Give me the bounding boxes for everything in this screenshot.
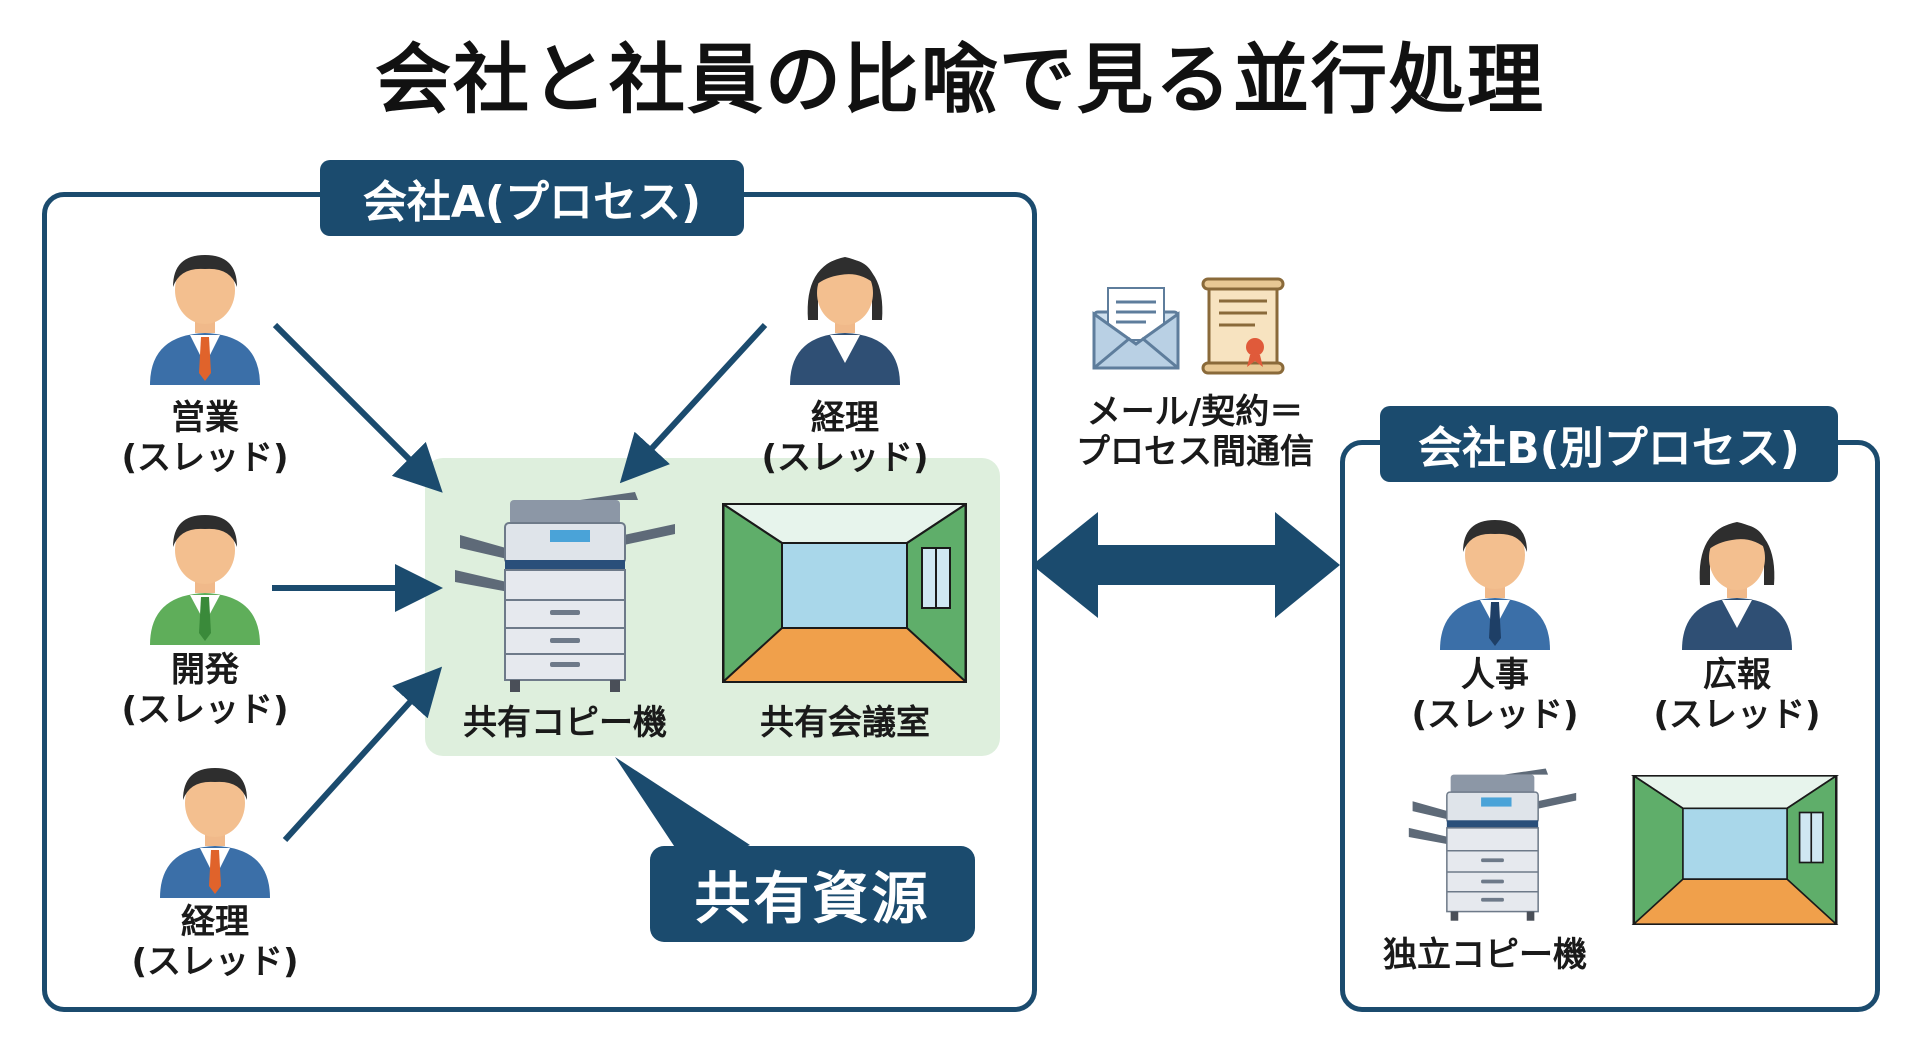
person-dev-icon: [150, 515, 260, 645]
employee-dev-label: 開発(スレッド): [121, 650, 289, 730]
employee-accounting2-label: 経理(スレッド): [761, 398, 929, 478]
employee-pr-label: 広報(スレッド): [1653, 655, 1821, 735]
shared-copier-icon: [455, 492, 675, 692]
employee-hr-label: 人事(スレッド): [1411, 655, 1579, 735]
arrow-accounting2-to-copier: [619, 322, 768, 484]
person-accounting2-icon: [790, 257, 900, 385]
contract-scroll-icon: [1201, 277, 1285, 375]
shared-room-icon: [722, 503, 967, 683]
envelope-icon: [1092, 287, 1180, 370]
independent-copier-icon: [1408, 768, 1577, 921]
page-title: 会社と社員の比喩で見る並行処理: [375, 35, 1545, 124]
independent-copier-label: 独立コピー機: [1383, 935, 1587, 975]
ipc-double-arrow: [1032, 512, 1340, 618]
independent-room-icon: [1630, 775, 1840, 925]
arrow-sales-to-copier: [272, 322, 443, 493]
arrow-accounting-to-copier: [282, 666, 443, 843]
employee-sales-label: 営業(スレッド): [121, 398, 289, 478]
person-sales-icon: [150, 255, 260, 385]
company-a-label: 会社A(プロセス): [320, 160, 744, 236]
shared-copier-label: 共有コピー機: [463, 703, 667, 743]
person-pr-icon: [1682, 522, 1792, 650]
ipc-caption: メール/契約＝プロセス間通信: [1076, 392, 1314, 472]
badge-pointer: [615, 757, 750, 870]
employee-accounting-label: 経理(スレッド): [131, 902, 299, 982]
shared-room-label: 共有会議室: [760, 703, 930, 743]
company-b-label: 会社B(別プロセス): [1380, 406, 1838, 482]
person-hr-icon: [1440, 520, 1550, 650]
person-accounting-icon: [160, 768, 270, 898]
shared-resource-badge: 共有資源: [650, 846, 975, 942]
